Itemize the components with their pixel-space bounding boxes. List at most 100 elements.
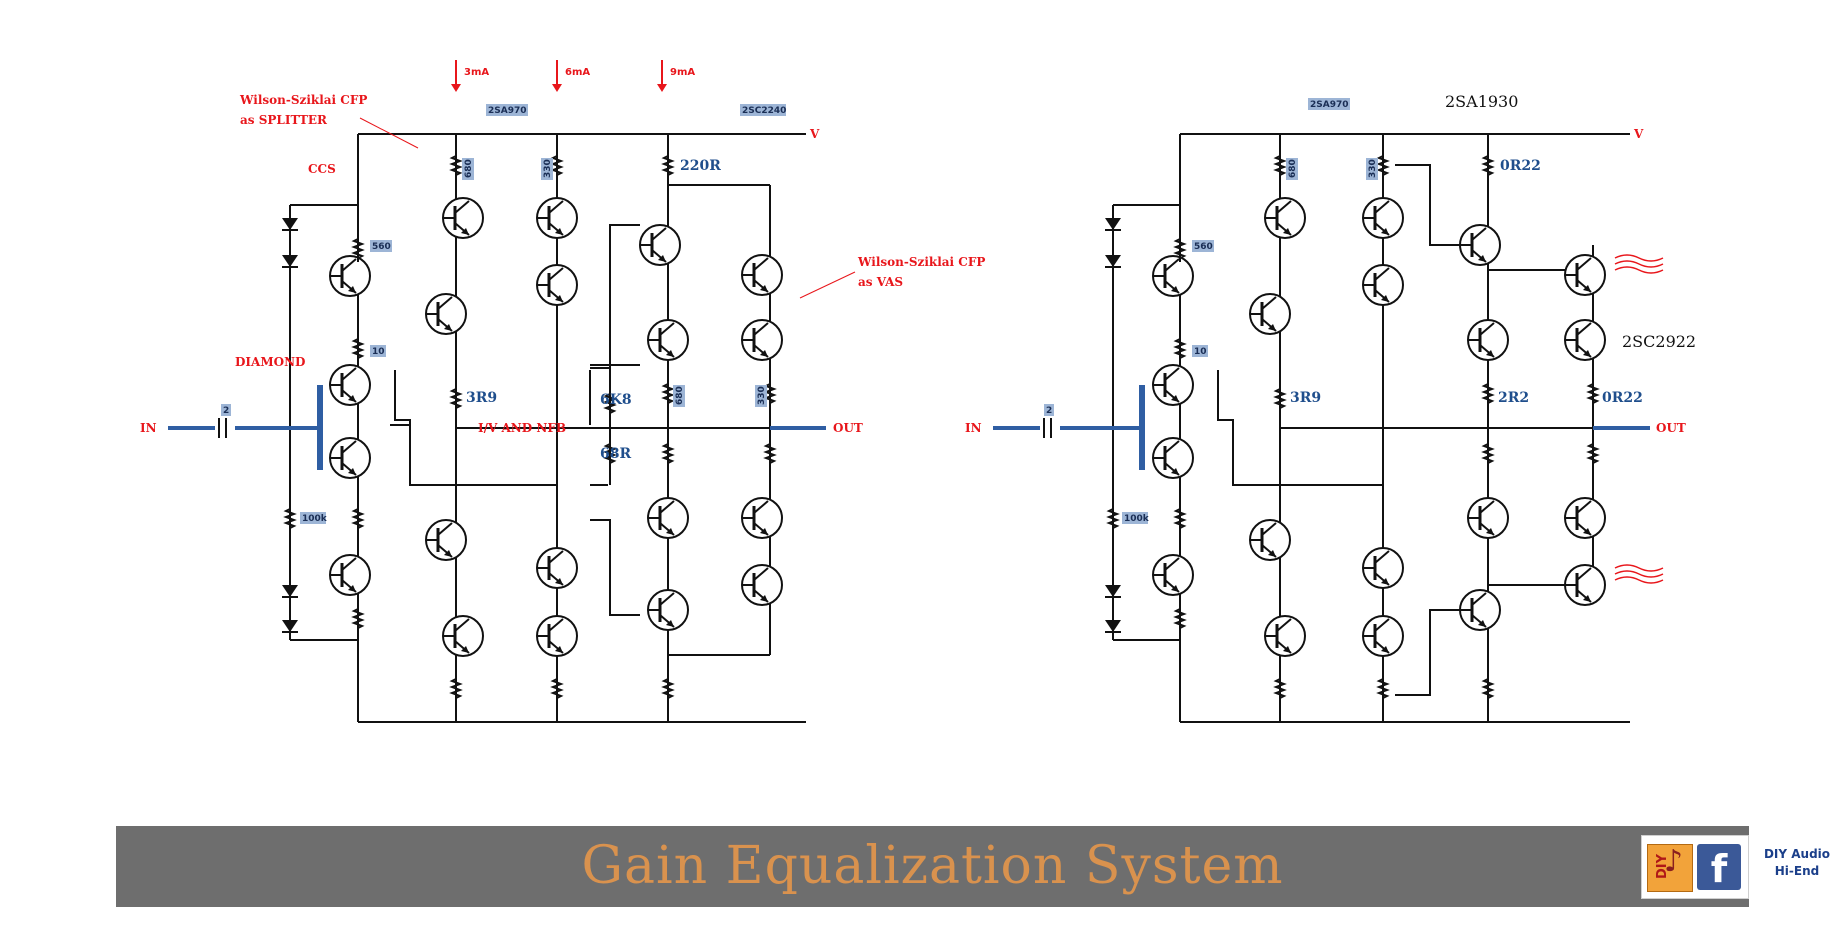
diode — [1104, 619, 1122, 633]
transistor-r3 — [1151, 436, 1195, 480]
resistor — [285, 504, 295, 533]
resistor — [1175, 604, 1185, 633]
resistor — [1588, 379, 1598, 408]
resistor — [451, 384, 461, 413]
resistor — [663, 674, 673, 703]
left-tag-560: 560 — [372, 242, 391, 252]
transistor-q1 — [328, 254, 372, 298]
transistor-q2 — [328, 363, 372, 407]
facebook-icon[interactable]: f — [1697, 844, 1741, 891]
ivnfb-label: I/V AND NFB — [478, 421, 566, 435]
diamond-label: DIAMOND — [235, 355, 305, 369]
transistor-q15 — [646, 318, 690, 362]
transistor-q19 — [740, 496, 784, 540]
diode — [281, 584, 299, 598]
heat-wave — [1614, 266, 1664, 274]
transistor-r20 — [1563, 563, 1607, 607]
left-tag-330b: 330 — [757, 386, 767, 405]
resistor — [1588, 439, 1598, 468]
left-tag-10: 10 — [372, 347, 385, 357]
left-tag-680b: 680 — [675, 386, 685, 405]
left-tag-2sa970: 2SA970 — [488, 106, 527, 116]
r220-label: 220R — [680, 158, 721, 174]
resistor — [1483, 379, 1493, 408]
transistor-q4 — [328, 553, 372, 597]
transistor-r1 — [1151, 254, 1195, 298]
logo-box[interactable]: DIY ♪ f — [1641, 835, 1749, 899]
resistor-pot — [1378, 674, 1388, 703]
transistor-r17 — [1563, 253, 1607, 297]
left-tag-330a: 330 — [543, 159, 553, 178]
diy-logo: DIY — [1647, 844, 1693, 892]
splitter-label-1: Wilson-Sziklai CFP — [239, 93, 367, 107]
heat-wave — [1614, 570, 1664, 578]
resistor — [1483, 674, 1493, 703]
resistor-pot — [1378, 151, 1388, 180]
left-tag-680a: 680 — [464, 159, 474, 178]
diode — [281, 217, 299, 231]
resistor — [353, 334, 363, 363]
right-out-label: OUT — [1656, 421, 1686, 435]
right-tag-cap: 2 — [1046, 406, 1052, 416]
brand-line-1: DIY Audio — [1763, 847, 1831, 861]
heat-wave — [1614, 576, 1664, 584]
transistor-r11 — [1361, 546, 1405, 590]
right-tag-100k: 100k — [1124, 514, 1150, 524]
transistor-q20 — [740, 563, 784, 607]
heat-wave — [1614, 564, 1664, 572]
left-out-label: OUT — [833, 421, 863, 435]
right-schematic: V IN OUT 0R22 3R9 2R2 0R22 2SA1930 2SC29… — [965, 92, 1696, 723]
banner-title: Gain Equalization System — [581, 836, 1284, 896]
right-tag-2sa970: 2SA970 — [1310, 100, 1349, 110]
resistor — [765, 439, 775, 468]
splitter-label-2: as SPLITTER — [240, 113, 328, 127]
transistor-r7 — [1263, 196, 1307, 240]
transistor-q8 — [441, 614, 485, 658]
transistor-q10 — [535, 263, 579, 307]
left-tag-cap: 2 — [223, 406, 229, 416]
transistor-r8 — [1263, 614, 1307, 658]
left-tag-100k: 100k — [302, 514, 328, 524]
resistor — [1275, 384, 1285, 413]
transistor-r14 — [1458, 588, 1502, 632]
part-2sc2922: 2SC2922 — [1622, 332, 1696, 351]
left-schematic: Wilson-Sziklai CFP as SPLITTER CCS Wilso… — [140, 60, 985, 723]
resistor — [451, 151, 461, 180]
diode — [1104, 254, 1122, 268]
diode — [1104, 584, 1122, 598]
transistor-r2 — [1151, 363, 1195, 407]
transistor-q5 — [424, 292, 468, 336]
vas-label-1: Wilson-Sziklai CFP — [857, 255, 985, 269]
transistor-q7 — [441, 196, 485, 240]
transistor-r4 — [1151, 553, 1195, 597]
transistor-r15 — [1466, 318, 1510, 362]
transistor-r16 — [1466, 496, 1510, 540]
resistor — [1175, 504, 1185, 533]
transistor-r10 — [1361, 263, 1405, 307]
transistor-r19 — [1563, 496, 1607, 540]
transistor-r12 — [1361, 614, 1405, 658]
left-tag-2sc2240: 2SC2240 — [742, 106, 786, 116]
transistor-r9 — [1361, 196, 1405, 240]
resistor — [663, 439, 673, 468]
right-tag-680: 680 — [1288, 159, 1298, 178]
transistor-q12 — [535, 614, 579, 658]
transistor-q13 — [638, 223, 682, 267]
r0r22a-label: 0R22 — [1500, 158, 1541, 174]
left-r3r9-label: 3R9 — [466, 390, 497, 406]
resistor — [1275, 151, 1285, 180]
diode — [281, 619, 299, 633]
ccs-label: CCS — [308, 162, 336, 176]
vas-label-2: as VAS — [858, 275, 903, 289]
r2r2-label: 2R2 — [1498, 390, 1529, 406]
transistor-q18 — [740, 318, 784, 362]
music-note-icon: ♪ — [1664, 844, 1684, 879]
resistor — [451, 674, 461, 703]
resistor — [1483, 439, 1493, 468]
transistor-q9 — [535, 196, 579, 240]
transistor-r13 — [1458, 223, 1502, 267]
transistor-r6 — [1248, 518, 1292, 562]
heat-wave — [1614, 254, 1664, 262]
transistor-r5 — [1248, 292, 1292, 336]
